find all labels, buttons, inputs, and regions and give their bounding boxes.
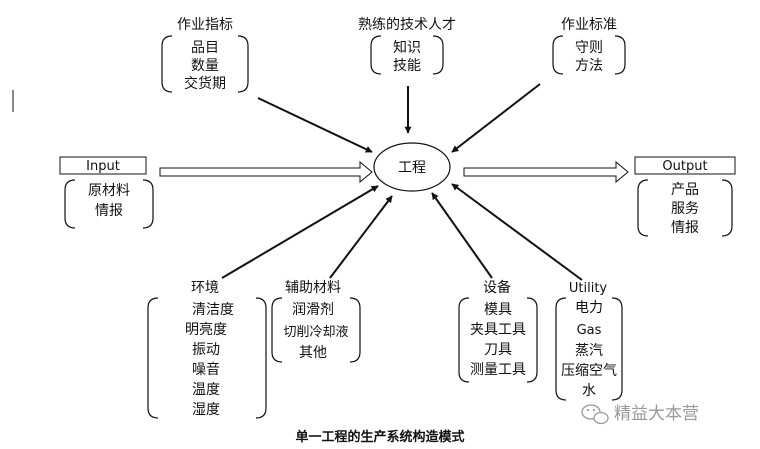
bottom-group-environment: 环境 清洁度 明亮度 振动 噪音 温度 湿度 (147, 280, 267, 419)
group-item: 水 (582, 383, 596, 399)
bracket-left (555, 297, 567, 401)
top-group-work-standards: 作业标准 守则 方法 (552, 17, 626, 75)
group-item: 品目 (191, 40, 219, 56)
diagram-caption: 单一工程的生产系统构造模式 (295, 429, 464, 445)
bottom-group-equipment: 设备 模具 夹具工具 刀具 测量工具 (458, 279, 538, 383)
group-item: 润滑剂 (292, 301, 334, 318)
bracket-right (611, 297, 623, 401)
bottom-group-utility: Utility 电力 Gas 蒸汽 压缩空气 水 (555, 281, 623, 401)
group-item: 数量 (191, 58, 219, 74)
group-item: 原材料 (88, 183, 130, 199)
bracket-left (147, 297, 159, 419)
group-item: 产品 (671, 182, 699, 198)
bracket-right (255, 297, 267, 419)
output-group: Output 产品 服务 情报 (634, 156, 736, 237)
watermark-text: 精益大本营 (614, 404, 699, 424)
arrow-standards-to-process (451, 83, 541, 153)
group-title: 作业指标 (177, 17, 233, 33)
wechat-icon (581, 404, 609, 425)
output-title: Output (662, 159, 707, 174)
bracket-left (64, 179, 76, 229)
top-group-skilled-workers: 熟练的技术人才 知识 技能 (358, 17, 456, 75)
arrow-environment-to-process (221, 185, 379, 279)
arrow-process-to-output (463, 160, 629, 184)
group-item: 守则 (575, 40, 603, 56)
group-item: 夹具工具 (470, 322, 526, 338)
output-header-box (634, 156, 736, 175)
group-item: 切削冷却液 (283, 325, 348, 340)
group-title: 辅助材料 (285, 280, 341, 296)
group-item: 清洁度 (192, 302, 234, 318)
arrow-input-to-process (159, 160, 373, 184)
group-item: 压缩空气 (561, 363, 617, 379)
group-item: 振动 (192, 342, 220, 358)
group-item: 蒸汽 (575, 343, 603, 359)
center-ellipse (373, 142, 451, 192)
group-item: 其他 (299, 345, 327, 361)
center-process: 工程 (373, 142, 451, 192)
bracket-left (161, 35, 173, 93)
group-item: 技能 (393, 58, 421, 74)
group-item: 交货期 (184, 75, 226, 92)
group-item: 温度 (192, 382, 220, 398)
bracket-left (370, 35, 382, 75)
group-item: 明亮度 (185, 321, 227, 338)
group-item: 刀具 (484, 342, 512, 358)
input-header-box (59, 156, 147, 175)
group-title: Utility (569, 281, 608, 296)
bracket-left (552, 35, 564, 75)
group-item: 噪音 (192, 361, 220, 378)
group-item: 电力 (575, 300, 603, 316)
group-item: Gas (577, 323, 602, 338)
arrow-auxiliary-to-process (329, 195, 393, 279)
input-group: Input 原材料 情报 (59, 156, 154, 229)
top-group-work-indicators: 作业指标 品目 数量 交货期 (161, 17, 249, 93)
bracket-right (142, 179, 154, 229)
group-item: 知识 (393, 39, 421, 56)
group-item: 情报 (95, 203, 123, 219)
bracket-left (458, 297, 470, 383)
group-item: 情报 (671, 220, 699, 236)
group-title: 设备 (483, 279, 511, 296)
group-item: 方法 (575, 58, 603, 74)
bracket-left (271, 297, 283, 363)
bracket-right (526, 297, 538, 383)
bracket-right (237, 35, 249, 93)
arrow-utility-to-process (451, 183, 583, 281)
group-title: 熟练的技术人才 (358, 17, 456, 33)
arrow-indicators-to-process (257, 97, 373, 153)
bracket-right (614, 35, 626, 75)
arrow-equipment-to-process (431, 192, 493, 279)
group-title: 作业标准 (561, 17, 617, 33)
bracket-right (721, 179, 733, 237)
bottom-group-auxiliary-materials: 辅助材料 润滑剂 切削冷却液 其他 (271, 280, 361, 363)
group-title: 环境 (191, 280, 219, 296)
group-item: 服务 (671, 201, 699, 217)
watermark: 精益大本营 (581, 404, 699, 425)
bracket-left (637, 179, 649, 237)
bracket-right (432, 35, 444, 75)
input-title: Input (86, 159, 120, 174)
group-item: 湿度 (192, 402, 220, 418)
center-label: 工程 (398, 160, 426, 176)
group-item: 模具 (484, 302, 512, 318)
group-item: 测量工具 (470, 362, 526, 378)
bracket-right (349, 297, 361, 363)
